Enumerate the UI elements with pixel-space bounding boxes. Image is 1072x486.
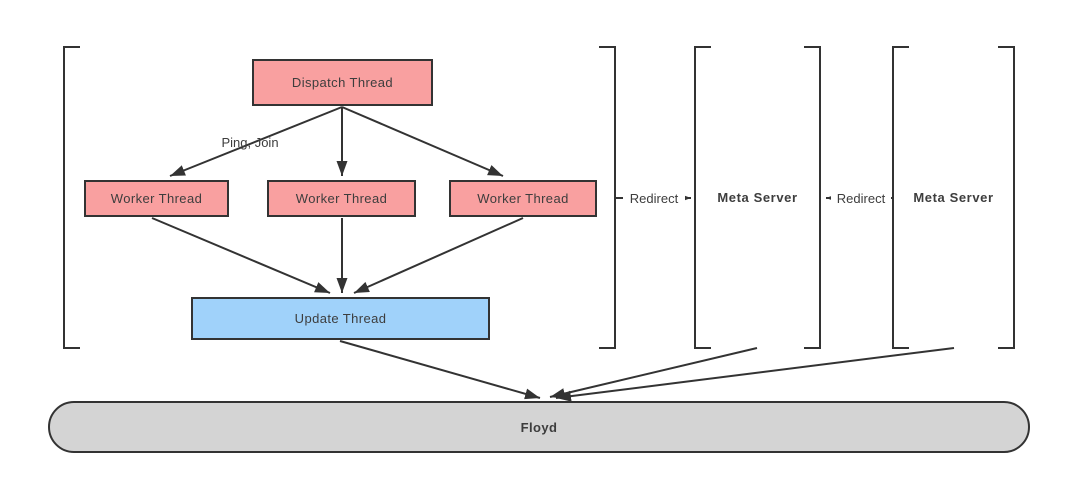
node-update-thread: Update Thread [191, 297, 490, 340]
edges-to-floyd [339, 340, 955, 402]
edge-dispatch-worker1 [169, 106, 343, 177]
edge-worker1-update [151, 217, 331, 294]
edge-meta1-floyd [549, 347, 758, 399]
edge-label-redirect-2: Redirect [831, 191, 891, 206]
bracket-meta2-right [998, 46, 1015, 349]
edges-dispatch-to-workers [169, 106, 504, 177]
bracket-threads-left [63, 46, 80, 349]
bracket-group-meta-server-1 [694, 46, 821, 349]
edges-workers-to-update [151, 217, 524, 294]
node-meta-server-1: Meta Server [717, 190, 798, 205]
bracket-group-threads [63, 46, 616, 349]
edge-update-floyd [339, 340, 541, 400]
node-meta-server-2: Meta Server [913, 190, 994, 205]
edge-label-ping-join: Ping, Join [221, 135, 279, 150]
bracket-meta1-left [694, 46, 711, 349]
bracket-threads-right [599, 46, 616, 349]
node-worker-thread-3: Worker Thread [449, 180, 597, 217]
edge-worker3-update [353, 217, 524, 294]
bracket-meta2-left [892, 46, 909, 349]
edge-dispatch-worker3 [341, 106, 504, 177]
node-worker-thread-1: Worker Thread [84, 180, 229, 217]
bracket-meta1-right [804, 46, 821, 349]
node-worker-thread-2: Worker Thread [267, 180, 416, 217]
node-dispatch-thread: Dispatch Thread [252, 59, 433, 106]
bracket-group-meta-server-2 [892, 46, 1015, 349]
node-floyd: Floyd [48, 401, 1030, 453]
edge-meta2-floyd [555, 347, 955, 402]
edge-label-redirect-1: Redirect [623, 191, 685, 206]
